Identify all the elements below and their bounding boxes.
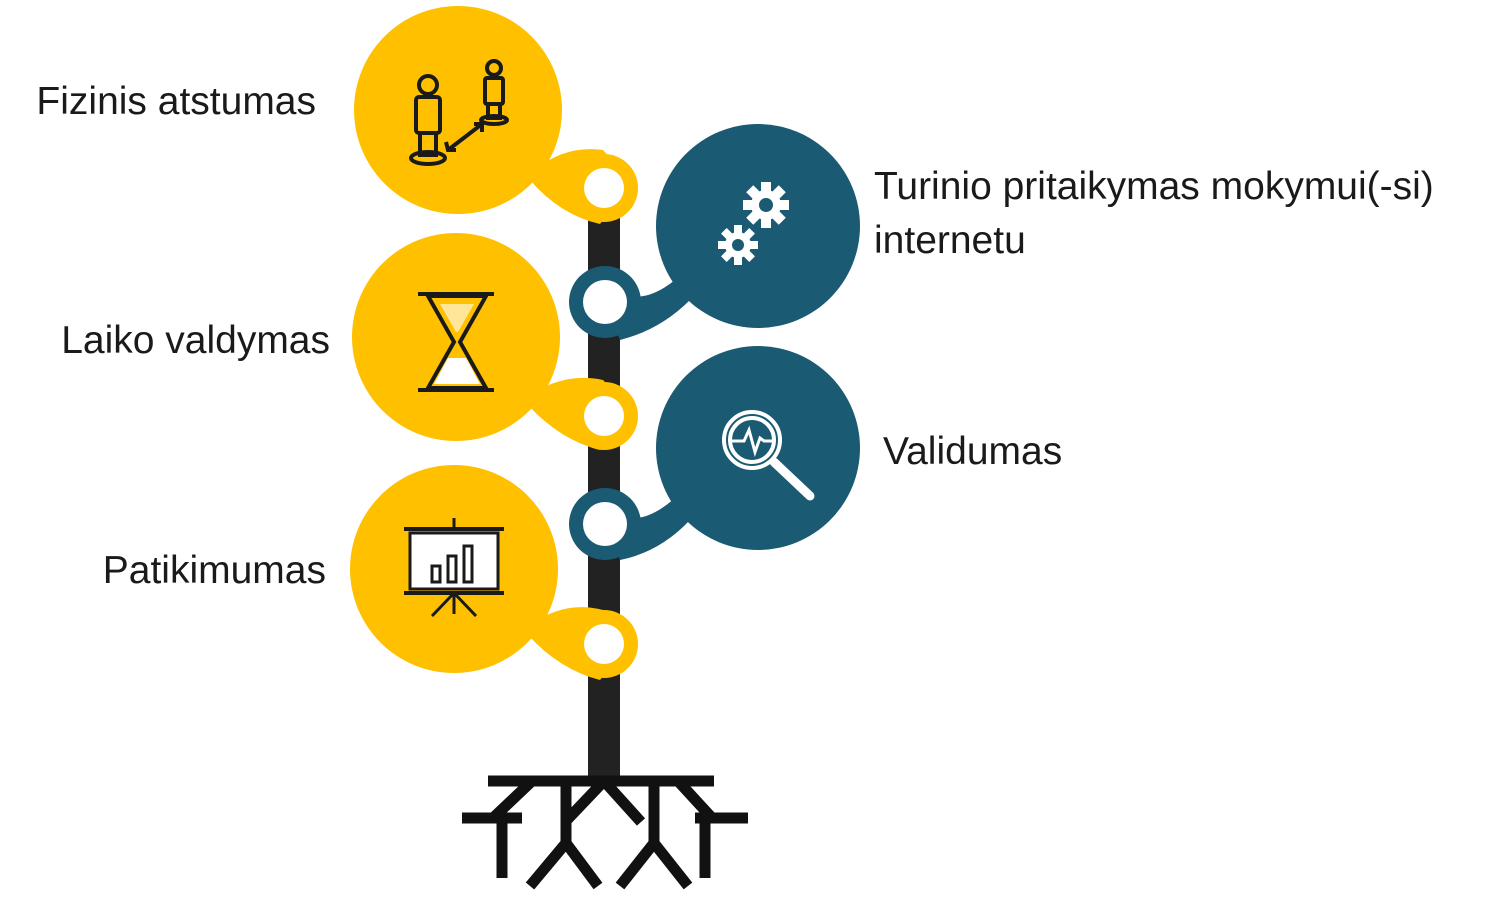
branch-bubble-patikimumas [350,465,638,680]
label-turinio-pritaikymas: Turinio pritaikymas mokymui(-si) interne… [874,160,1494,268]
branch-bubble-fizinis-atstumas [354,6,638,224]
hourglass-icon [418,292,494,392]
label-fizinis-atstumas: Fizinis atstumas [36,80,316,123]
label-turinio-line-2: internetu [874,219,1026,262]
social-distance-icon [409,59,509,166]
tree-roots-icon [462,775,748,890]
presentation-chart-icon [404,518,504,618]
connector-ring [584,168,624,208]
label-validumas: Validumas [883,430,1063,473]
connector-ring [584,396,624,436]
branch-bubble-laiko-valdymas [352,233,638,450]
branch-bubble-validumas [569,346,860,560]
connector-ring [584,624,624,664]
label-laiko-valdymas: Laiko valdymas [61,319,330,362]
connector-ring [583,280,627,324]
label-turinio-line-1: Turinio pritaikymas mokymui(-si) [874,165,1434,208]
label-patikimumas: Patikimumas [102,549,326,592]
connector-ring [583,502,627,546]
branch-bubble-turinio-pritaikymas [569,124,860,340]
magnifier-pulse-icon [722,410,815,501]
gears-icon [718,182,789,265]
